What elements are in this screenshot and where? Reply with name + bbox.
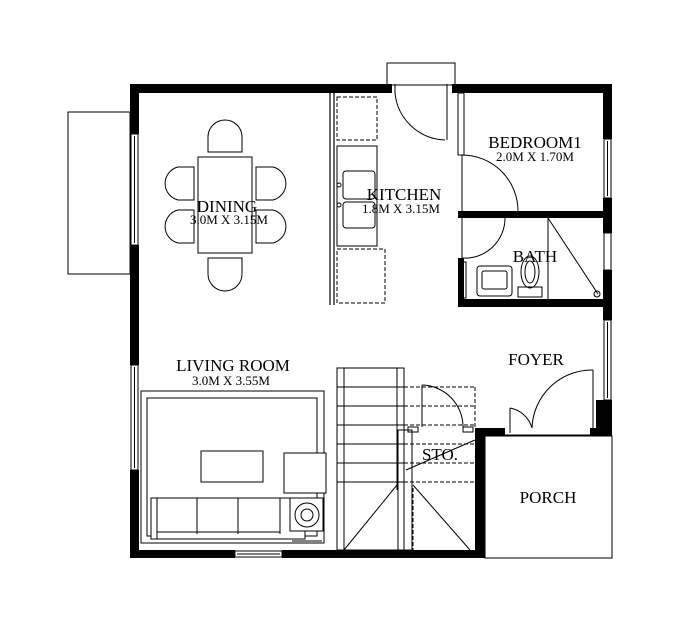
room-labels: DINING 3.0M X 3.15M KITCHEN 1.8M X 3.15M… [176,133,582,507]
bedroom1-dimensions: 2.0M X 1.70M [496,149,574,164]
living-room-furniture [140,390,327,544]
foyer-entry-door [505,369,594,436]
interior-walls [329,92,612,438]
kitchen-door-landing [386,62,456,86]
storage-label: STO. [422,445,458,464]
living-room-label: LIVING ROOM [176,356,290,375]
storage-door [405,384,476,471]
bay-window-left [67,111,131,275]
bath-fixtures [461,217,601,299]
living-room-dimensions: 3.0M X 3.55M [192,373,270,388]
kitchen-back-door [394,84,448,141]
dining-label: DINING [197,197,257,216]
bedroom-door [461,154,519,212]
bath-label: BATH [513,247,557,266]
porch-label: PORCH [520,488,577,507]
foyer-label: FOYER [508,350,564,369]
outer-walls [130,84,612,558]
dining-set [164,119,287,292]
dining-dimensions: 3.0M X 3.15M [190,212,268,227]
porch-area [484,435,613,559]
kitchen-counter [336,96,386,304]
bedroom1-label: BEDROOM1 [488,133,582,152]
kitchen-label: KITCHEN [367,185,442,204]
windows [130,133,612,558]
staircase [336,367,476,551]
kitchen-dimensions: 1.8M X 3.15M [362,201,440,216]
